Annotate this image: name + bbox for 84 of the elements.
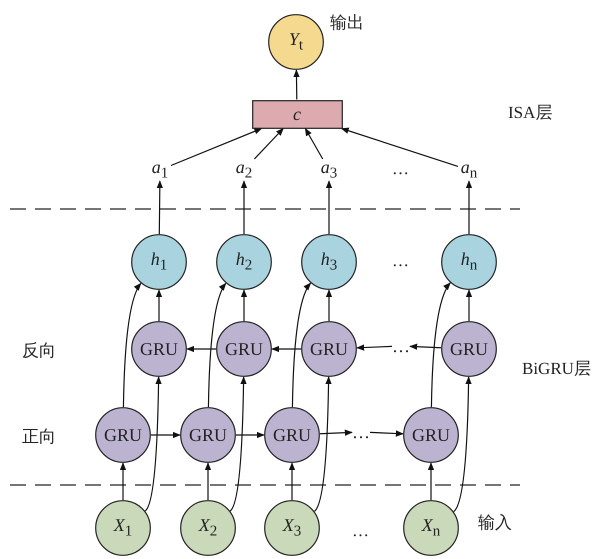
arrow bbox=[428, 462, 434, 500]
arrow bbox=[236, 432, 265, 438]
node-label: h$_{n}$ bbox=[460, 250, 478, 274]
arrow bbox=[304, 128, 324, 160]
layer-label: BiGRU层 bbox=[522, 360, 591, 377]
arrow bbox=[430, 282, 451, 408]
node-label: X$_{2}$ bbox=[198, 516, 218, 540]
arrow bbox=[409, 344, 442, 350]
arrow bbox=[151, 432, 181, 438]
arrow bbox=[466, 289, 472, 321]
hidden-state-circle bbox=[216, 234, 272, 290]
node-label: X$_{n}$ bbox=[422, 516, 440, 540]
output-label: 输出 bbox=[330, 14, 364, 31]
node-label: h$_{3}$ bbox=[320, 250, 338, 274]
gru-circle bbox=[403, 407, 459, 463]
arrow bbox=[271, 346, 301, 352]
node-label: X$_{1}$ bbox=[114, 516, 132, 540]
node-label: a$_{2}$ bbox=[236, 158, 252, 182]
arrow bbox=[326, 180, 332, 234]
arrow bbox=[326, 289, 332, 321]
node-label: GRU bbox=[272, 426, 311, 444]
gru-circle bbox=[301, 321, 357, 377]
node-label: GRU bbox=[412, 426, 450, 444]
arrow bbox=[204, 462, 212, 500]
arrow bbox=[240, 180, 248, 234]
layer-label: ISA层 bbox=[508, 104, 552, 121]
arrow bbox=[293, 69, 300, 100]
node-label: a$_{3}$ bbox=[320, 158, 338, 182]
ellipsis-text: … bbox=[352, 522, 369, 539]
node-label: a$_{1}$ bbox=[152, 158, 168, 182]
arrow bbox=[292, 282, 312, 408]
input-circle bbox=[264, 500, 320, 556]
arrow bbox=[314, 376, 332, 512]
arrow bbox=[340, 128, 458, 167]
arrow bbox=[370, 430, 404, 437]
arrow bbox=[186, 346, 216, 352]
node-label: X$_{3}$ bbox=[282, 516, 302, 540]
hidden-state-circle bbox=[441, 234, 497, 290]
node-label: c bbox=[293, 105, 301, 123]
arrow bbox=[254, 128, 284, 160]
gru-circle bbox=[95, 407, 151, 463]
direction-label: 反向 bbox=[22, 342, 56, 359]
node-label: GRU bbox=[140, 340, 178, 358]
node-label: a$_{n}$ bbox=[460, 158, 478, 182]
gru-circle bbox=[441, 321, 497, 377]
node-label: GRU bbox=[188, 426, 227, 444]
node-label: GRU bbox=[450, 340, 488, 358]
arrow bbox=[453, 376, 472, 512]
arrow bbox=[144, 376, 162, 512]
node-label: Y$_{t}$ bbox=[288, 30, 304, 54]
node-label: GRU bbox=[310, 340, 348, 358]
arrow bbox=[288, 462, 296, 500]
hidden-state-circle bbox=[131, 234, 187, 290]
gru-circle bbox=[216, 321, 272, 377]
input-circle bbox=[403, 500, 459, 556]
node-label: … bbox=[352, 423, 370, 441]
gru-circle bbox=[180, 407, 236, 463]
gru-circle bbox=[131, 321, 187, 377]
arrow bbox=[208, 282, 226, 408]
arrow bbox=[240, 289, 248, 321]
arrow bbox=[320, 430, 353, 436]
ellipsis-text: … bbox=[392, 252, 409, 269]
input-label: 输入 bbox=[478, 514, 512, 531]
node-label: … bbox=[392, 337, 410, 355]
arrow bbox=[120, 462, 126, 500]
input-circle bbox=[95, 500, 151, 556]
hidden-state-circle bbox=[301, 234, 357, 290]
node-label: h$_{1}$ bbox=[150, 250, 168, 274]
node-label: h$_{2}$ bbox=[236, 250, 252, 274]
arrow bbox=[156, 289, 162, 321]
arrow bbox=[466, 180, 472, 234]
arrow bbox=[356, 344, 392, 351]
ellipsis-text: … bbox=[392, 160, 409, 177]
direction-label: 正向 bbox=[22, 428, 56, 445]
input-circle bbox=[180, 500, 236, 556]
gru-circle bbox=[264, 407, 320, 463]
arrow bbox=[122, 282, 142, 408]
context-box bbox=[252, 100, 342, 128]
output-circle bbox=[268, 14, 324, 70]
node-label: GRU bbox=[224, 340, 263, 358]
arrow bbox=[170, 128, 262, 166]
arrow bbox=[230, 376, 247, 512]
arrow bbox=[156, 180, 163, 234]
node-label: GRU bbox=[104, 426, 142, 444]
